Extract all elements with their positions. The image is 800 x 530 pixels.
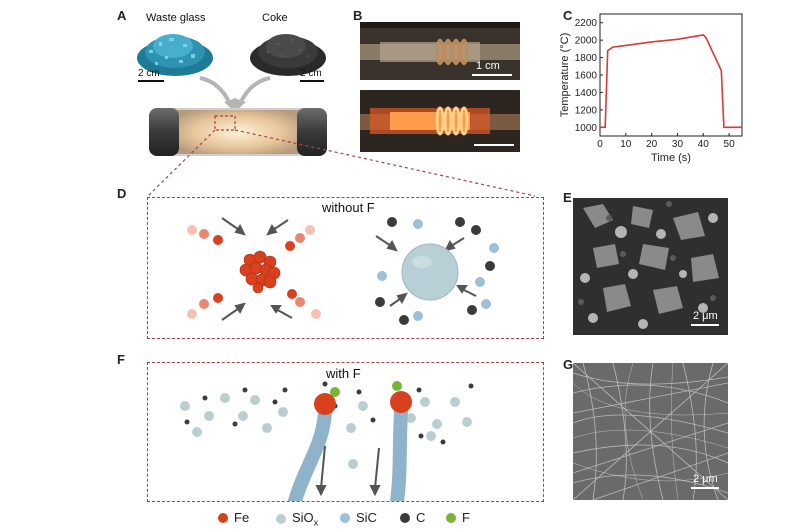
y-tick-label: 2000 (575, 36, 598, 47)
scale-bar-waste-glass (138, 80, 164, 82)
panel-label-b: B (353, 8, 363, 23)
legend-f-dot (446, 512, 456, 523)
waste-glass-label: Waste glass (146, 12, 206, 24)
legend-c-label: C (416, 510, 426, 525)
scale-text-sem-g: 2 μm (693, 473, 718, 485)
y-tick-label: 2200 (575, 18, 598, 29)
legend-siox-dot (276, 513, 286, 524)
panel-label-e: E (563, 190, 572, 205)
y-tick-label: 1800 (575, 53, 598, 64)
scale-bar-sem-g (691, 487, 719, 489)
sic-sphere-diagram (375, 217, 499, 325)
furnace-tube-image (149, 108, 327, 156)
waste-glass-pile-image (137, 34, 213, 76)
coke-pile-image (250, 34, 326, 76)
legend-item-fe: Fe (218, 510, 249, 525)
heater-photo-off: 1 cm (360, 22, 520, 80)
legend-item-sic: SiC (340, 510, 377, 525)
legend-fe-label: Fe (234, 510, 250, 525)
without-f-title: without F (322, 200, 375, 215)
y-tick-label: 1200 (575, 105, 598, 116)
with-f-title: with F (326, 366, 361, 381)
sem-image-particles: 2 μm (573, 198, 728, 335)
scale-text-sem-e: 2 μm (693, 310, 718, 322)
sem-image-nanowires: 2 μm (573, 363, 728, 500)
x-tick-label: 10 (620, 139, 632, 150)
legend-sic-dot (340, 512, 350, 523)
heater-photo-on (360, 90, 520, 152)
y-tick-label: 1000 (575, 123, 598, 134)
scale-bar-heater-top (472, 74, 512, 76)
y-tick-label: 1400 (575, 88, 598, 99)
legend-f-label: F (462, 510, 470, 525)
x-tick-label: 0 (597, 139, 603, 150)
temperature-series-line (600, 34, 742, 129)
chart-frame (599, 13, 743, 137)
zoom-connector-lines (147, 129, 536, 197)
panel-label-d: D (117, 186, 127, 201)
scale-bar-heater-bottom (474, 144, 514, 146)
panel-label-c: C (563, 8, 573, 23)
x-tick-label: 20 (646, 139, 658, 150)
legend-item-f: F (446, 510, 470, 525)
x-tick-label: 50 (724, 139, 736, 150)
scale-bar-sem-e (691, 324, 719, 326)
legend-item-siox: SiOx (276, 510, 318, 528)
fe-cluster-diagram (187, 217, 321, 321)
legend-siox-label: SiO (292, 510, 314, 525)
x-tick-label: 40 (698, 139, 710, 150)
legend-item-c: C (400, 510, 425, 525)
scale-text-waste-glass: 2 cm (138, 68, 160, 79)
nanowire-growth-diagram (180, 381, 474, 501)
legend-sic-label: SiC (356, 510, 377, 525)
coke-label: Coke (262, 12, 288, 24)
legend-c-dot (400, 512, 410, 523)
panel-label-g: G (563, 357, 574, 372)
x-axis-label: Time (s) (651, 152, 691, 164)
temperature-chart: 0 10 20 30 40 50 1000 1200 1400 1600 1800 2000 2200T… (560, 13, 743, 164)
x-tick-label: 30 (672, 139, 684, 150)
legend-fe-dot (218, 512, 228, 523)
scale-text-coke: 2 cm (300, 68, 322, 79)
legend-siox-sub: x (313, 517, 319, 528)
scale-bar-coke (300, 80, 324, 82)
scale-text-heater: 1 cm (476, 60, 500, 72)
panel-label-f: F (117, 352, 125, 367)
panel-label-a: A (117, 8, 127, 23)
y-tick-label: 1600 (575, 71, 598, 82)
y-axis-label: Temperature (°C) (560, 33, 571, 117)
panel-f-box (147, 362, 544, 502)
panel-d-box (147, 197, 544, 339)
